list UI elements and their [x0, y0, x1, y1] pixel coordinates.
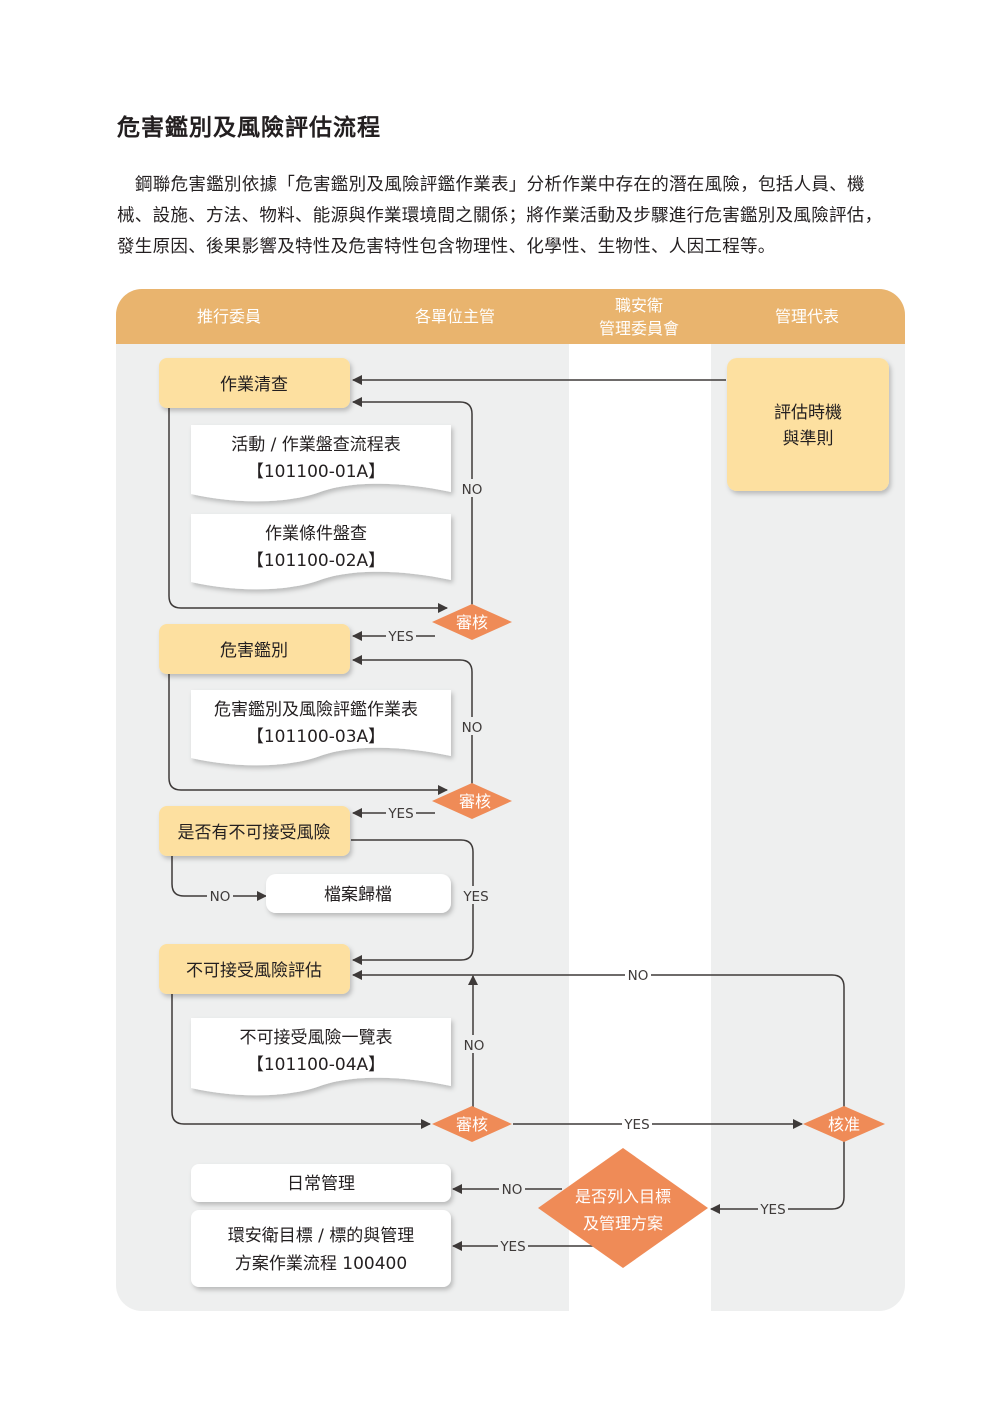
doc1-shape — [191, 425, 451, 502]
review-label-3: 審核 — [456, 1115, 488, 1134]
include-diamond — [538, 1148, 708, 1268]
step-unacceptable-q-box — [159, 806, 350, 856]
flow-label-yes-5: YES — [499, 1239, 525, 1255]
doc2-shape — [191, 514, 451, 590]
review-diamond-3 — [432, 1106, 512, 1142]
review-label-1: 審核 — [456, 613, 488, 632]
program-box — [191, 1210, 451, 1287]
flow-label-yes-4: YES — [623, 1117, 649, 1133]
step-hazard-id-box — [159, 624, 350, 674]
flow-label-yes-6: YES — [759, 1202, 785, 1218]
lane-header — [116, 289, 905, 344]
review-diamond-2 — [432, 783, 512, 819]
archive-box — [266, 874, 451, 913]
step-hazard-id: 危害鑑別 — [220, 641, 288, 661]
doc2-line1: 作業條件盤查 — [265, 524, 367, 544]
include-label-line2: 及管理方案 — [583, 1214, 663, 1233]
doc4-line2: 【101100-04A】 — [247, 1055, 385, 1075]
doc4-line1: 不可接受風險一覽表 — [240, 1028, 393, 1048]
flow-label-no-5: NO — [464, 1038, 485, 1054]
approve-label: 核准 — [828, 1115, 860, 1134]
flow-label-no-2: NO — [462, 720, 483, 736]
step-unacceptable-eval-box — [159, 944, 350, 994]
step-program-line1: 環安衛目標 / 標的與管理 — [228, 1226, 415, 1246]
doc3-line2: 【101100-03A】 — [247, 727, 385, 747]
flow-label-no-4: NO — [628, 968, 649, 984]
flow-label-no-1: NO — [462, 482, 483, 498]
doc3-line1: 危害鑑別及風險評鑑作業表 — [214, 700, 418, 720]
step-archive: 檔案歸檔 — [324, 885, 392, 905]
lane-label-promotion: 推行委員 — [197, 307, 261, 326]
step-timing-line1: 評估時機 — [774, 403, 842, 423]
review-label-2: 審核 — [459, 792, 491, 811]
step-unacceptable-q: 是否有不可接受風險 — [178, 823, 331, 843]
intro-paragraph: 鋼聯危害鑑別依據「危害鑑別及風險評鑑作業表」分析作業中存在的潛在風險，包括人員、… — [117, 170, 917, 263]
daily-mgmt-box — [191, 1164, 451, 1202]
lane-label-mgmt-rep: 管理代表 — [775, 307, 839, 326]
step-unacceptable-eval: 不可接受風險評估 — [186, 961, 322, 981]
flow-label-no-3: NO — [210, 889, 231, 905]
page-title: 危害鑑別及風險評估流程 — [117, 115, 381, 141]
step-timing-line2: 與準則 — [783, 429, 834, 449]
review-diamond-1 — [432, 604, 512, 640]
step-program-line2: 方案作業流程 100400 — [235, 1254, 407, 1274]
step-inventory: 作業清查 — [220, 375, 288, 395]
flow-label-yes-2: YES — [387, 806, 413, 822]
lane-label-osh-committee-2: 管理委員會 — [599, 319, 679, 338]
flow-label-yes-3: YES — [462, 889, 488, 905]
flow-label-yes-1: YES — [387, 629, 413, 645]
doc3-shape — [191, 690, 451, 766]
approve-diamond — [803, 1106, 885, 1142]
include-label-line1: 是否列入目標 — [575, 1187, 671, 1206]
intro-line-3: 發生原因、後果影響及特性及危害特性包含物理性、化學性、生物性、人因工程等。 — [117, 237, 776, 257]
flow-label-no-6: NO — [502, 1182, 523, 1198]
lane-label-osh-committee-1: 職安衛 — [615, 296, 663, 315]
step-inventory-box — [159, 358, 350, 408]
lane-label-unit-supervisor: 各單位主管 — [415, 307, 495, 326]
doc1-line1: 活動 / 作業盤查流程表 — [231, 435, 401, 455]
doc1-line2: 【101100-01A】 — [247, 462, 385, 482]
intro-line-1: 鋼聯危害鑑別依據「危害鑑別及風險評鑑作業表」分析作業中存在的潛在風險，包括人員、… — [135, 175, 865, 195]
step-timing-box — [727, 358, 889, 491]
intro-line-2: 械、設施、方法、物料、能源與作業環境間之關係；將作業活動及步驟進行危害鑑別及風險… — [117, 206, 883, 226]
doc2-line2: 【101100-02A】 — [247, 551, 385, 571]
step-daily-mgmt: 日常管理 — [287, 1174, 355, 1194]
doc4-shape — [191, 1018, 451, 1096]
